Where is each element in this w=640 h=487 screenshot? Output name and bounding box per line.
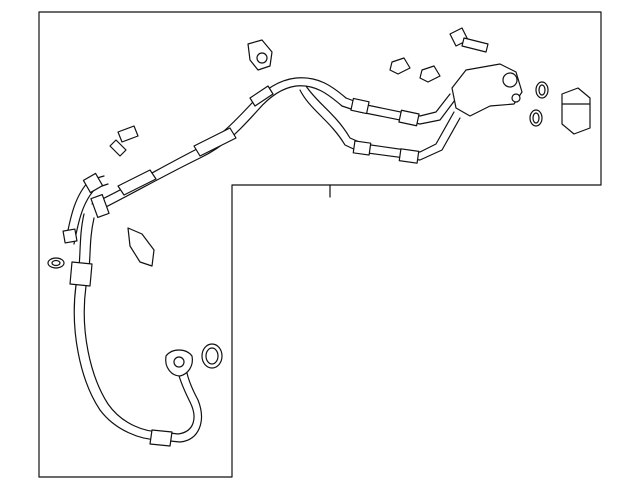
- bolt: [449, 27, 489, 53]
- mounting-bracket: [127, 227, 155, 267]
- hose-clip: [247, 39, 273, 71]
- expansion-valve-fitting: [451, 63, 523, 117]
- valve-cap: [561, 87, 591, 135]
- o-ring-right-1: [535, 81, 549, 99]
- main-hose-assembly: [62, 77, 461, 447]
- o-ring-bottom: [201, 343, 223, 369]
- nut-1: [389, 57, 411, 75]
- pressure-sensor: [109, 125, 139, 157]
- nut-2: [419, 65, 441, 83]
- o-ring-right-2: [529, 109, 543, 127]
- o-ring-left: [47, 257, 65, 269]
- diagram-frame: [38, 11, 602, 478]
